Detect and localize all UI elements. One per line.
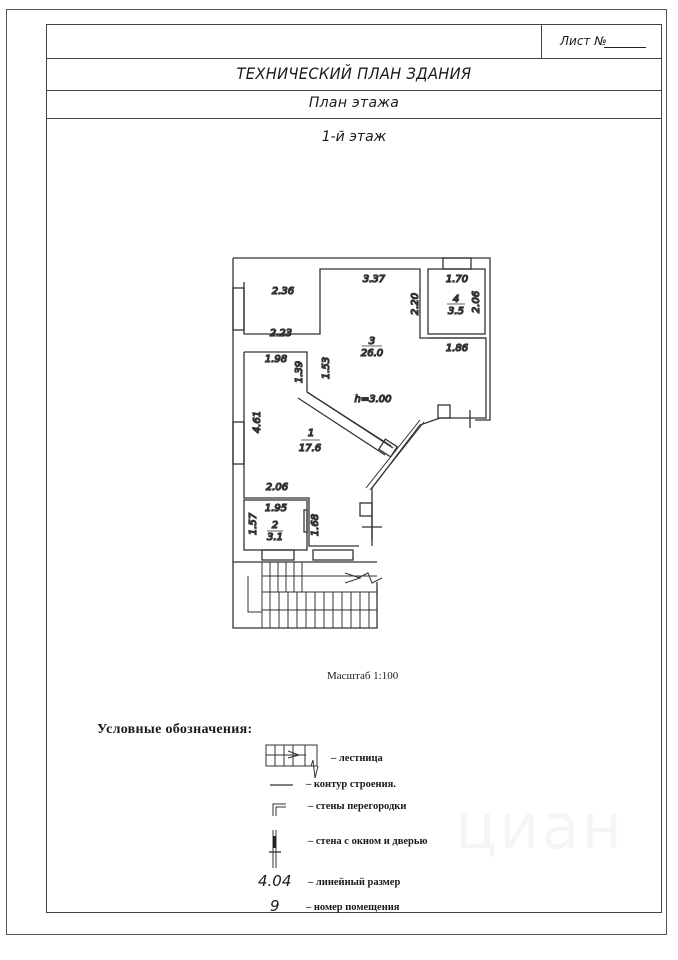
- angled-exterior-wall: [365, 419, 425, 491]
- ceiling-height: h=3.00: [355, 394, 392, 405]
- door-block-upper: [437, 404, 451, 419]
- subtitle-row: План этажа: [47, 91, 661, 119]
- dimension-label: 2.06: [266, 482, 288, 493]
- document-title: ТЕХНИЧЕСКИЙ ПЛАН ЗДАНИЯ: [236, 64, 472, 83]
- dimension-label: 1.57: [248, 512, 259, 535]
- dimension-label: 2.06: [471, 291, 482, 313]
- watermark: циан: [455, 790, 625, 863]
- room-1-number: 1: [308, 428, 314, 439]
- legend-dimension-sample: 4.04: [258, 872, 292, 890]
- room-2-number: 2: [272, 520, 278, 531]
- dimension-label: 1.70: [446, 274, 468, 285]
- legend-label-partition: – стены перегородки: [308, 801, 407, 812]
- document-subtitle: План этажа: [308, 95, 400, 111]
- room-3-area: 26.0: [361, 348, 383, 359]
- dimension-label: 3.37: [363, 274, 386, 285]
- sheet-number-blank-line: [604, 47, 646, 48]
- room-3-number: 3: [369, 336, 375, 347]
- legend-title: Условные обозначения:: [97, 722, 253, 737]
- drawing-frame: Лист № ТЕХНИЧЕСКИЙ ПЛАН ЗДАНИЯ План этаж…: [46, 24, 662, 913]
- dimension-label: 1.39: [294, 361, 305, 383]
- title-row: ТЕХНИЧЕСКИЙ ПЛАН ЗДАНИЯ: [47, 59, 661, 91]
- staircase: [247, 562, 383, 628]
- legend-label-room-number: – номер помещения: [306, 902, 400, 913]
- dimension-label: 2.36: [272, 286, 294, 297]
- floor-label: 1-й этаж: [321, 129, 387, 145]
- plan-stroke: [273, 836, 276, 848]
- sheet-number-label: Лист №: [560, 34, 607, 48]
- dimension-label: 4.61: [252, 411, 263, 433]
- room-4-area: 3.5: [448, 306, 464, 317]
- stair-direction-arrow: [344, 572, 362, 584]
- plan-stroke: [247, 562, 377, 628]
- dimension-label: 1.53: [321, 357, 332, 379]
- sheet-number-cell: Лист №: [541, 25, 661, 58]
- room-4-window: [442, 257, 472, 270]
- stair-break-mark: [357, 572, 383, 584]
- diagonal-partition-end: [377, 438, 399, 458]
- dimension-label: 1.95: [265, 503, 287, 514]
- legend-label-window-door: – стена с окном и дверью: [308, 836, 428, 847]
- door-block-lower: [359, 502, 373, 517]
- room-2-bottom-window: [261, 549, 295, 561]
- legend-label-dimension: – линейный размер: [308, 877, 401, 888]
- legend-label-outline: – контур строения.: [306, 779, 396, 790]
- dimension-label: 2.20: [410, 293, 421, 315]
- legend-partition-symbol: [272, 803, 286, 816]
- plan-stroke: [287, 750, 301, 759]
- room-2-area: 3.1: [267, 532, 283, 543]
- room-1-bottom-window: [312, 549, 354, 561]
- sheet-number-row: Лист №: [47, 25, 661, 59]
- dimension-label: 1.86: [446, 343, 468, 354]
- plan-stroke: [310, 759, 319, 779]
- dimension-label: 1.98: [265, 354, 287, 365]
- legend-stair-symbol: [265, 744, 319, 779]
- window-left-lower: [232, 421, 245, 465]
- diagonal-partition: [297, 391, 394, 456]
- legend-window-door-symbol: [269, 830, 281, 868]
- room-1-area: 17.6: [299, 443, 321, 454]
- outer-page-border: [6, 9, 667, 935]
- legend-room-number-sample: 9: [270, 897, 280, 915]
- scale-label: Масштаб 1:100: [327, 670, 399, 682]
- window-left-upper: [232, 287, 245, 331]
- room-2-side-window: [303, 509, 308, 533]
- legend-label-stair: – лестница: [331, 753, 383, 764]
- dimension-label: 1.68: [310, 514, 321, 536]
- room-4-number: 4: [453, 294, 459, 305]
- dimension-label: 2.23: [270, 328, 292, 339]
